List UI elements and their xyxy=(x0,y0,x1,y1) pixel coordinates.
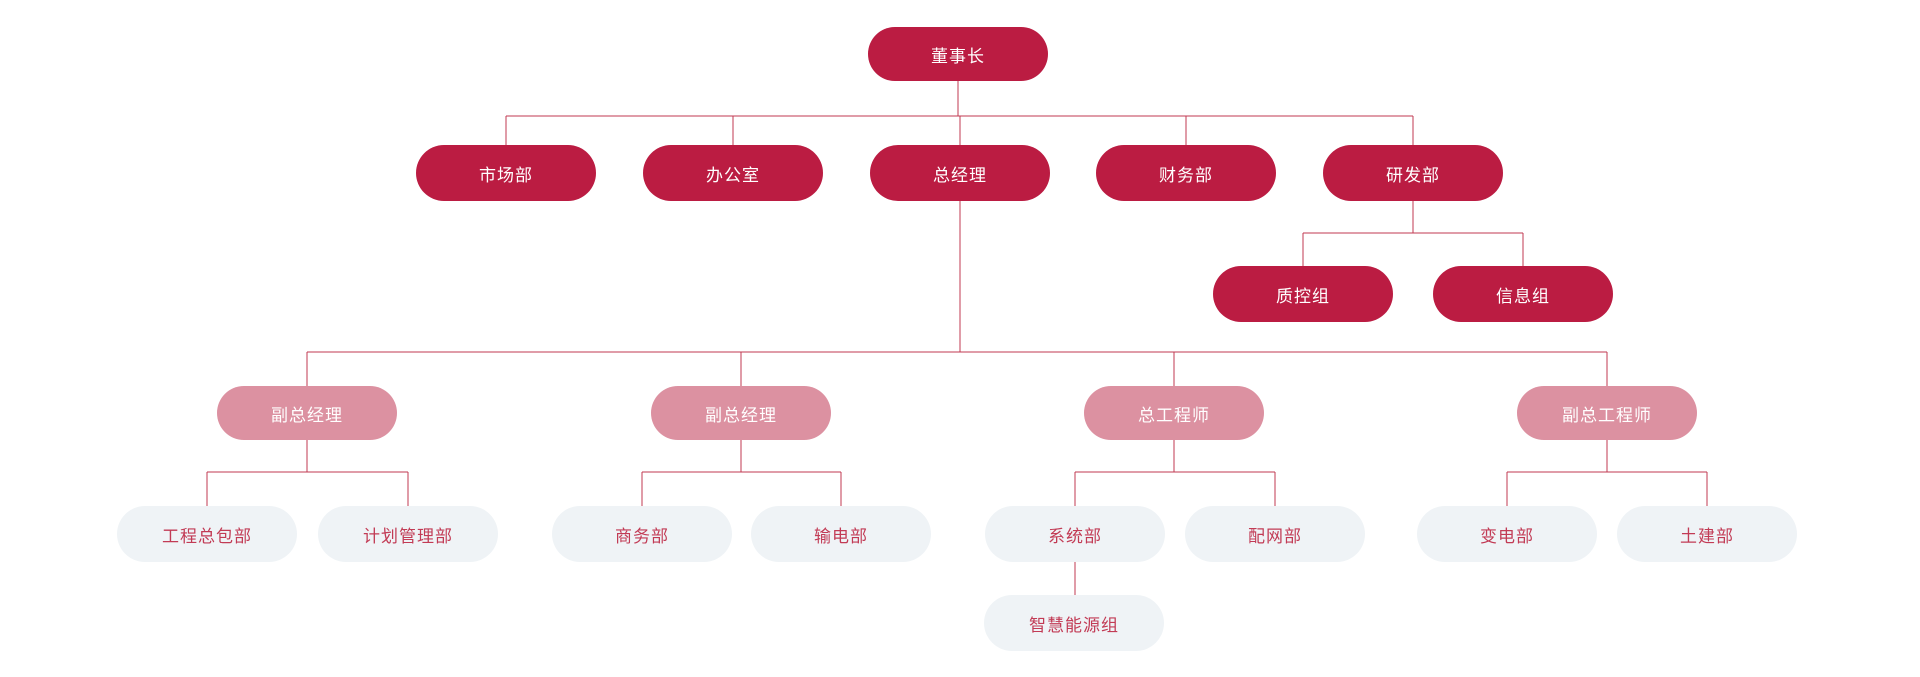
org-node-substation-dept: 变电部 xyxy=(1417,506,1597,562)
org-node-information-group: 信息组 xyxy=(1433,266,1613,322)
org-node-civil-engineering-dept: 土建部 xyxy=(1617,506,1797,562)
org-node-transmission-dept: 输电部 xyxy=(751,506,931,562)
org-node-planning-management-dept: 计划管理部 xyxy=(318,506,498,562)
connector-chief-engineer-to-children xyxy=(1074,440,1276,506)
org-node-deputy-gm-2: 副总经理 xyxy=(651,386,831,440)
org-node-deputy-chief-engineer: 副总工程师 xyxy=(1517,386,1697,440)
org-node-general-manager: 总经理 xyxy=(870,145,1050,201)
org-node-chairman: 董事长 xyxy=(868,27,1048,81)
connector-deputy-chief-engineer-to-children xyxy=(1506,440,1708,506)
org-node-rd-dept: 研发部 xyxy=(1323,145,1503,201)
connector-chairman-to-level2 xyxy=(505,81,1414,145)
org-node-chief-engineer: 总工程师 xyxy=(1084,386,1264,440)
org-node-smart-energy-group: 智慧能源组 xyxy=(984,595,1164,651)
org-node-deputy-gm-1: 副总经理 xyxy=(217,386,397,440)
org-node-commerce-dept: 商务部 xyxy=(552,506,732,562)
org-node-quality-control-group: 质控组 xyxy=(1213,266,1393,322)
org-node-marketing-dept: 市场部 xyxy=(416,145,596,201)
connector-deputy-gm-2-to-children xyxy=(641,440,842,506)
org-node-system-dept: 系统部 xyxy=(985,506,1165,562)
org-node-office: 办公室 xyxy=(643,145,823,201)
connector-gm-to-level3 xyxy=(306,201,1608,386)
org-node-distribution-network-dept: 配网部 xyxy=(1185,506,1365,562)
connector-deputy-gm-1-to-children xyxy=(206,440,409,506)
connector-rd-to-groups xyxy=(1302,201,1524,266)
org-node-epc-dept: 工程总包部 xyxy=(117,506,297,562)
org-node-finance-dept: 财务部 xyxy=(1096,145,1276,201)
